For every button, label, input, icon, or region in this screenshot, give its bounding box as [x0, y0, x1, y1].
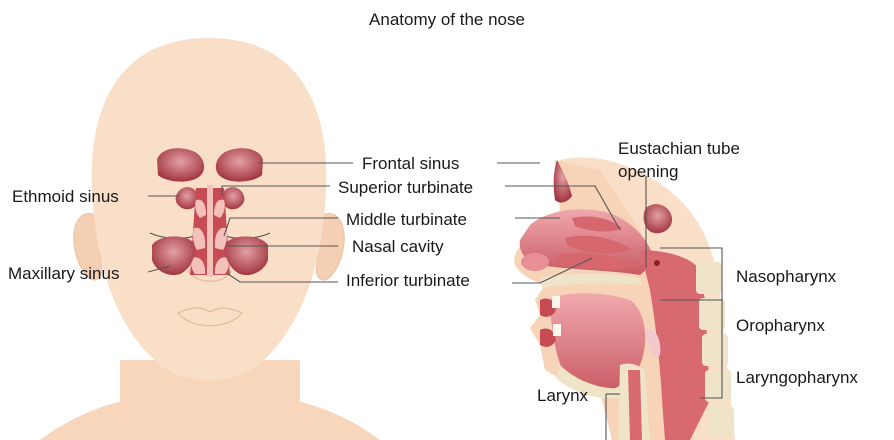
- diagram-title: Anatomy of the nose: [369, 10, 525, 29]
- label-eustachian-line2: opening: [618, 162, 679, 181]
- label-ethmoid-sinus: Ethmoid sinus: [12, 187, 119, 206]
- label-frontal-sinus: Frontal sinus: [362, 154, 459, 173]
- label-superior-turbinate: Superior turbinate: [338, 178, 473, 197]
- front-face-illustration: [40, 38, 380, 440]
- label-nasal-cavity: Nasal cavity: [352, 237, 444, 256]
- label-laryngopharynx: Laryngopharynx: [736, 368, 858, 387]
- label-inferior-turbinate: Inferior turbinate: [346, 271, 470, 290]
- label-nasopharynx: Nasopharynx: [736, 267, 837, 286]
- label-eustachian-line1: Eustachian tube: [618, 139, 740, 158]
- label-larynx: Larynx: [537, 386, 589, 405]
- label-middle-turbinate: Middle turbinate: [346, 210, 467, 229]
- label-oropharynx: Oropharynx: [736, 316, 825, 335]
- label-maxillary-sinus: Maxillary sinus: [8, 264, 119, 283]
